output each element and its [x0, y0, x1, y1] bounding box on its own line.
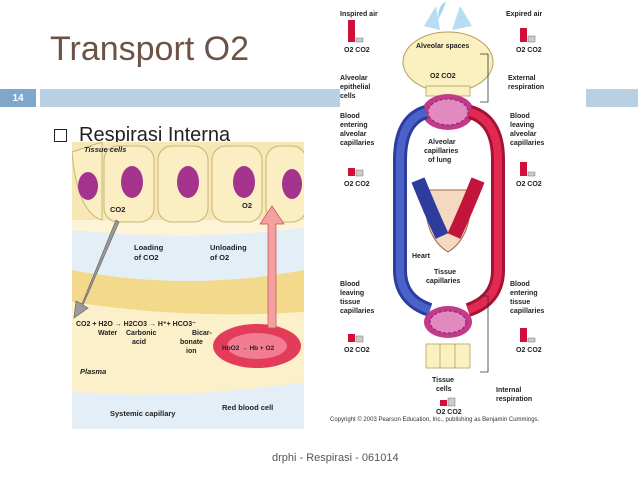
expired-air-label: Expired air: [506, 11, 542, 18]
o2-label: O2: [242, 201, 252, 210]
blood-leaving-alv-label-1: Blood: [510, 113, 530, 120]
o2co2-bottom-label: O2 CO2: [436, 409, 462, 416]
blood-leaving-tis-label-3: tissue: [340, 299, 360, 306]
blood-leaving-alv-label-2: leaving: [510, 122, 534, 129]
slide-number: 14: [0, 89, 36, 107]
bonate-label: bonate: [180, 339, 203, 346]
systemic-capillary-label: Systemic capillary: [110, 409, 176, 418]
alveolar-epithelial-label-2: epithelial: [340, 84, 370, 91]
alveolar-epithelial-label-3: cells: [340, 93, 356, 100]
plasma-label: Plasma: [80, 367, 106, 376]
blood-entering-tis-label-2: entering: [510, 290, 538, 297]
o2co2-inspired-label: O2 CO2: [344, 47, 370, 54]
o2co2-top-label: O2 CO2: [430, 73, 456, 80]
blood-leaving-alv-label-4: capillaries: [510, 140, 544, 147]
tissue-capillaries-label-2: capillaries: [426, 278, 460, 285]
water-label: Water: [98, 330, 117, 337]
blood-entering-tis-label-1: Blood: [510, 281, 530, 288]
tissue-cells-right-label-1: Tissue: [432, 377, 454, 384]
co2-label: CO2: [110, 205, 125, 214]
alveolar-capillaries-label-2: capillaries: [424, 148, 458, 155]
internal-respiration-label-2: respiration: [496, 396, 532, 403]
carbonic-label: Carbonic: [126, 330, 156, 337]
blood-leaving-tis-label-1: Blood: [340, 281, 360, 288]
o2co2-left-tis-label: O2 CO2: [344, 347, 370, 354]
unloading-o2-label: of O2: [210, 253, 229, 262]
slide-footer: drphi - Respirasi - 061014: [272, 452, 399, 464]
loading-label: Loading: [134, 243, 164, 252]
tissue-capillaries-label-1: Tissue: [434, 269, 456, 276]
respiration-circuit-figure: Inspired air Expired air Alveolar spaces…: [340, 2, 544, 416]
loading-co2-label: of CO2: [134, 253, 159, 262]
blood-entering-alv-label-3: alveolar: [340, 131, 367, 138]
bullet-text: Respirasi Interna: [79, 124, 231, 146]
blood-entering-alv-label-1: Blood: [340, 113, 360, 120]
blood-entering-alv-label-2: entering: [340, 122, 368, 129]
o2co2-left-alv-label: O2 CO2: [344, 181, 370, 188]
red-blood-cell-label: Red blood cell: [222, 403, 273, 412]
inspired-air-label: Inspired air: [340, 11, 378, 18]
hb-equation-label: HbO2 → Hb + O2: [222, 345, 275, 352]
blood-entering-tis-label-4: capillaries: [510, 308, 544, 315]
o2co2-expired-label: O2 CO2: [516, 47, 542, 54]
internal-respiration-figure: Tissue cells CO2 O2 Loading of CO2 Unloa…: [72, 142, 304, 429]
tissue-cells-label: Tissue cells: [84, 145, 126, 154]
alveolar-capillaries-label-3: of lung: [428, 157, 451, 164]
tissue-cells-right-label-2: cells: [436, 386, 452, 393]
pressure-bar-icons: [348, 20, 536, 407]
copyright-notice: Copyright © 2003 Pearson Education, Inc.…: [330, 417, 540, 423]
heart-label: Heart: [412, 253, 431, 260]
bullet-box-icon: [54, 129, 67, 142]
blood-leaving-tis-label-4: capillaries: [340, 308, 374, 315]
internal-respiration-label-1: Internal: [496, 387, 521, 394]
alveolar-epithelial-label-1: Alveolar: [340, 75, 368, 82]
external-respiration-label-1: External: [508, 75, 536, 82]
acid-label: acid: [132, 339, 146, 346]
slide-title: Transport O2: [50, 30, 250, 68]
ion-label: ion: [186, 348, 197, 355]
alveolar-spaces-label: Alveolar spaces: [416, 43, 469, 50]
blood-leaving-tis-label-2: leaving: [340, 290, 364, 297]
bullet-item: Respirasi Interna: [54, 124, 230, 147]
title-rule-right: [586, 89, 638, 107]
o2co2-right-tis-label: O2 CO2: [516, 347, 542, 354]
unloading-label: Unloading: [210, 243, 247, 252]
bicar-label: Bicar-: [192, 330, 213, 337]
blood-leaving-alv-label-3: alveolar: [510, 131, 537, 138]
title-rule-left: [40, 89, 340, 107]
external-respiration-label-2: respiration: [508, 84, 544, 91]
blood-entering-tis-label-3: tissue: [510, 299, 530, 306]
o2co2-right-alv-label: O2 CO2: [516, 181, 542, 188]
equation-label: CO2 + H2O → H2CO3 → H⁺+ HCO3⁻: [76, 321, 196, 328]
alveolar-capillaries-label-1: Alveolar: [428, 139, 456, 146]
blood-entering-alv-label-4: capillaries: [340, 140, 374, 147]
